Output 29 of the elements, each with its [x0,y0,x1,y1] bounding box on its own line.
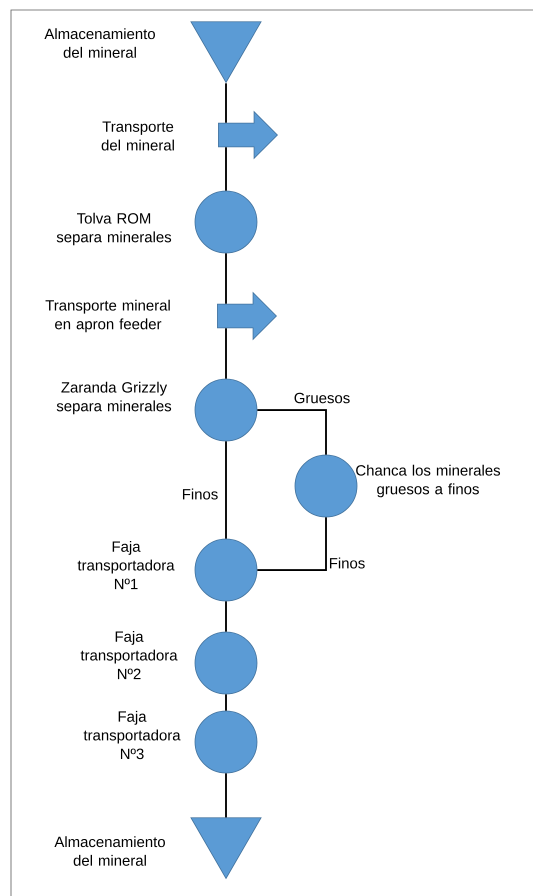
connector-line [225,253,227,304]
process-circle [194,710,258,774]
process-circle [194,378,258,442]
edge-label: Finos [180,487,220,501]
step-label: Chanca los minerales gruesos a finos [356,464,500,498]
process-circle [194,632,258,694]
step-label: Faja transportadora Nº3 [84,710,181,760]
connector-line [225,83,227,123]
connector-line [225,601,227,632]
connector-line [257,409,327,455]
connector-line [225,328,227,379]
step-label: Zaranda Grizzly separa minerales [56,382,172,414]
step-label: Almacenamiento del mineral [44,28,155,58]
connector-line [225,694,227,711]
connector-line [225,773,227,818]
step-label: Almacenamiento del mineral [54,836,165,866]
connector-line [225,441,227,539]
step-label: Faja transportadora Nº1 [78,540,175,590]
process-circle [194,538,258,602]
process-circle [294,454,358,518]
process-circle [194,190,258,254]
connector-line [225,147,227,191]
edge-label: Finos [327,556,367,570]
step-label: Faja transportadora Nº2 [80,630,178,680]
step-label: Transporte del mineral [102,121,174,151]
connector-line [257,517,327,571]
step-label: Tolva ROM separa minerales [56,212,172,246]
edge-label: Gruesos [292,391,352,405]
step-label: Transporte mineral en apron feeder [46,300,170,332]
